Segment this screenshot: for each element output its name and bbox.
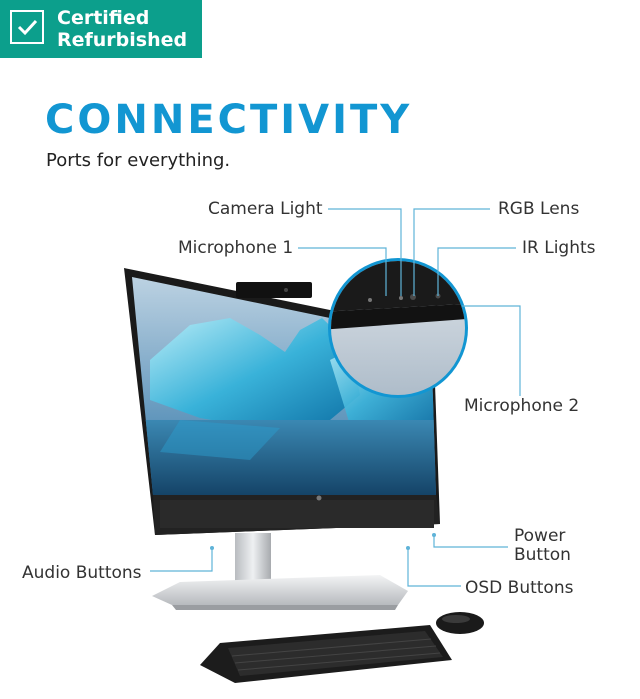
callout-power-button-line-2: Button <box>514 545 571 565</box>
callout-osd-buttons: OSD Buttons <box>465 578 574 598</box>
callout-microphone-2: Microphone 2 <box>464 396 580 416</box>
callout-rgb-lens: RGB Lens <box>498 199 580 219</box>
callout-camera-light: Camera Light <box>208 199 323 219</box>
headline: CONNECTIVITY <box>45 97 413 143</box>
certified-refurbished-badge: Certified Refurbished <box>0 0 202 58</box>
callout-ir-lights: IR Lights <box>522 238 596 258</box>
badge-line-2: Refurbished <box>57 29 188 51</box>
leader-lines <box>150 208 521 587</box>
callout-audio-buttons: Audio Buttons <box>22 563 142 583</box>
badge-line-1: Certified <box>57 7 150 29</box>
mouse <box>436 612 484 634</box>
callout-power-button-line-1: Power <box>514 526 566 546</box>
callout-microphone-1: Microphone 1 <box>178 238 294 258</box>
subheadline: Ports for everything. <box>46 150 231 171</box>
monitor-stand <box>152 533 408 610</box>
checkmark-icon <box>10 10 44 44</box>
keyboard <box>200 625 452 683</box>
